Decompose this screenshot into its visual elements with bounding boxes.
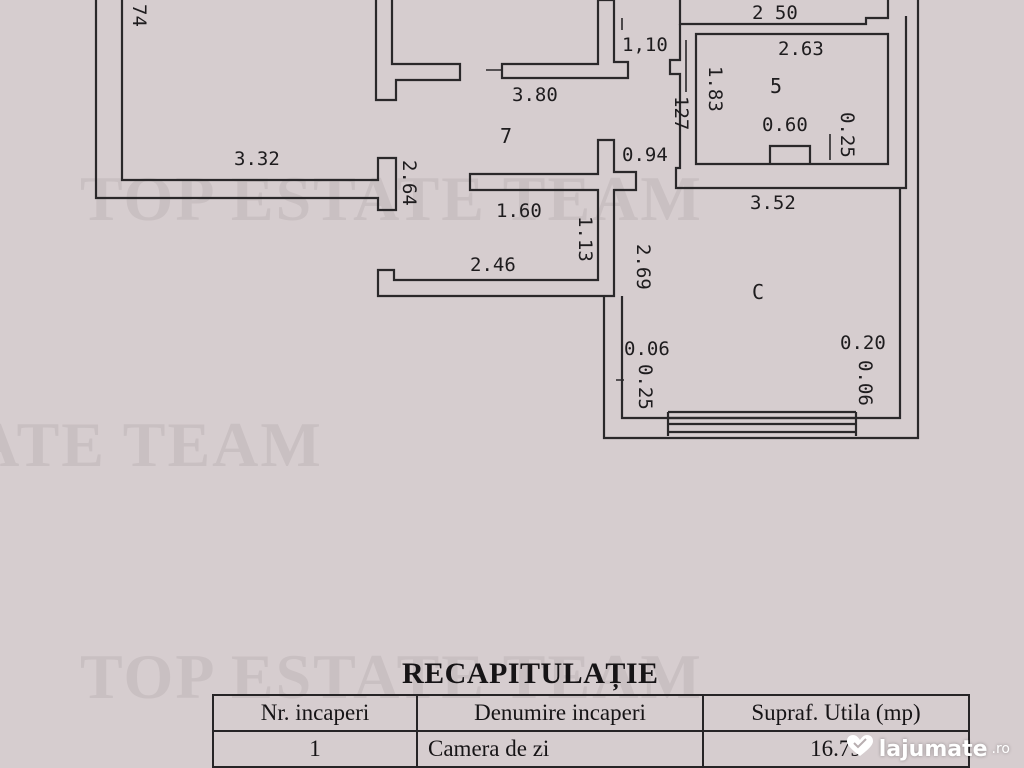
- room-label-c: C: [752, 280, 765, 304]
- room-area-cell: 16.79: [702, 730, 970, 768]
- wall-room-5-inner: [694, 32, 890, 166]
- dimension-label: 2.46: [470, 254, 516, 276]
- dimension-label: 0.06: [624, 338, 670, 360]
- table-header-row: Nr. incaperi Denumire incaperi Supraf. U…: [212, 694, 970, 732]
- dimension-label: 0.25: [634, 364, 656, 410]
- brand-suffix: .ro: [991, 741, 1010, 757]
- dimension-label: 127: [670, 96, 692, 131]
- dimension-label: 1.60: [496, 200, 542, 222]
- dimension-label: 1.13: [574, 216, 596, 262]
- watermark-middle: TOP ESTATE TEAM: [0, 409, 323, 480]
- room-label-7: 7: [500, 124, 513, 148]
- heart-icon: [845, 734, 875, 764]
- dimension-label: 1,10: [622, 34, 668, 56]
- room-number-cell: 1: [212, 730, 418, 768]
- dimension-label: 0.60: [762, 114, 808, 136]
- dimension-label: 74: [128, 4, 150, 27]
- dimension-label: 2.69: [632, 244, 654, 290]
- wall-left: [94, 0, 398, 212]
- recap-table: Nr. incaperi Denumire incaperi Supraf. U…: [212, 694, 970, 768]
- dimension-label: 3.80: [512, 84, 558, 106]
- dimension-label: 0.94: [622, 144, 668, 166]
- column-header: Nr. incaperi: [212, 694, 418, 732]
- brand-name: lajumate: [878, 736, 988, 762]
- table-row: 1 Camera de zi 16.79: [212, 730, 970, 768]
- wall-top-middle: [500, 0, 630, 80]
- room-label-5: 5: [770, 74, 783, 98]
- dimension-label: 2.63: [778, 38, 824, 60]
- wall-top-left: [374, 0, 462, 102]
- wall-room-5: [678, 0, 890, 26]
- dimension-label: 0.25: [836, 112, 858, 158]
- dimension-label: 3.32: [234, 148, 280, 170]
- dimension-label: 0.06: [854, 360, 876, 406]
- dimension-label: 2 50: [752, 2, 798, 24]
- wall-corridor: [376, 138, 638, 298]
- window: [666, 410, 858, 436]
- brand-logo[interactable]: lajumate.ro: [845, 734, 1010, 764]
- column-header: Denumire incaperi: [416, 694, 704, 732]
- dimension-tick: [486, 18, 831, 381]
- dimension-label: 3.52: [750, 192, 796, 214]
- dimension-label: 2.64: [398, 160, 420, 206]
- recap-title: RECAPITULAȚIE: [402, 657, 659, 690]
- room-name-cell: Camera de zi: [416, 730, 704, 768]
- wall-room-5-outer: [668, 16, 908, 190]
- dimension-label: 1.83: [704, 66, 726, 112]
- dimension-label: 0.20: [840, 332, 886, 354]
- column-header: Supraf. Utila (mp): [702, 694, 970, 732]
- wall-fixture: [768, 144, 812, 164]
